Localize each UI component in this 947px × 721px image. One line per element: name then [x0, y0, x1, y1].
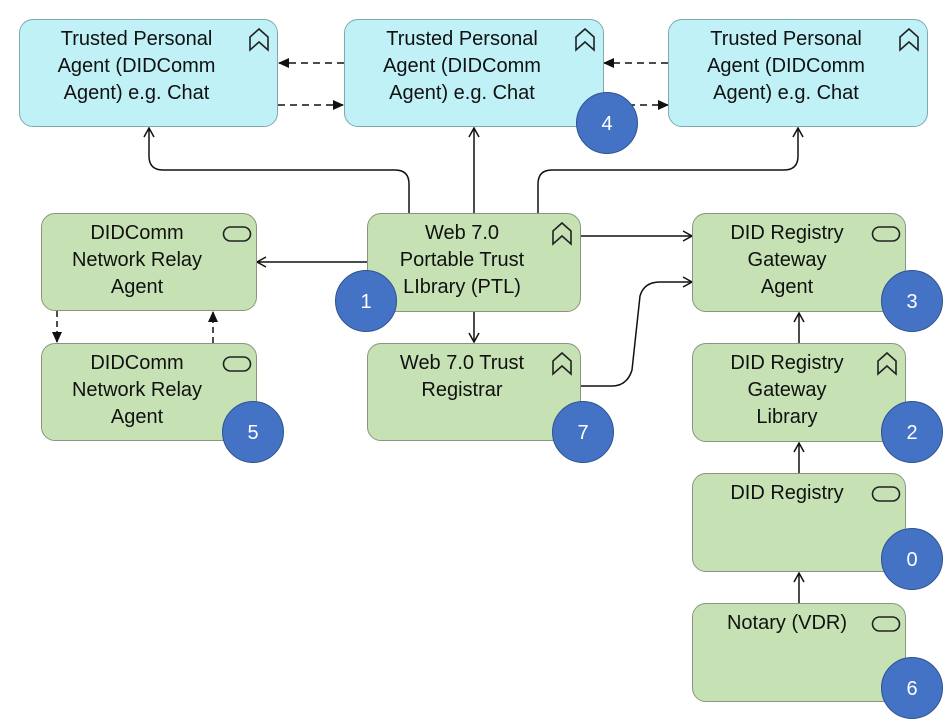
node-label: Trusted Personal Agent (DIDComm Agent) e… [707, 28, 865, 104]
function-icon [877, 351, 897, 376]
service-icon [871, 226, 901, 242]
node-label: DIDComm Network Relay Agent [71, 222, 203, 298]
serves-registrar-to-gateway [581, 276, 694, 387]
serves-ptl-to-left-agent [143, 126, 410, 213]
node-label: Trusted Personal Agent (DIDComm Agent) e… [57, 28, 216, 104]
service-icon [222, 356, 252, 372]
node-label: DIDComm Network Relay Agent [71, 352, 203, 428]
service-icon [222, 226, 252, 242]
badge-notary: 6 [881, 657, 943, 719]
node-label: Notary (VDR) [726, 612, 847, 634]
node-label: DID Registry Gateway Library [730, 352, 844, 428]
function-icon [552, 351, 572, 376]
node-trust-registrar[interactable]: Web 7.0 Trust Registrar [367, 343, 581, 441]
function-icon [552, 221, 572, 246]
node-did-registry-gateway-agent[interactable]: DID Registry Gateway Agent [692, 213, 906, 312]
node-didcomm-relay-top[interactable]: DIDComm Network Relay Agent [41, 213, 257, 311]
badge-relay-bottom: 5 [222, 401, 284, 463]
badge-gateway-library: 2 [881, 401, 943, 463]
badge-gateway-agent: 3 [881, 270, 943, 332]
badge-trusted-agent-center: 4 [576, 92, 638, 154]
badge-registrar: 7 [552, 401, 614, 463]
node-trusted-agent-right[interactable]: Trusted Personal Agent (DIDComm Agent) e… [668, 19, 928, 127]
node-notary-vdr[interactable]: Notary (VDR) [692, 603, 906, 702]
function-icon [249, 27, 269, 52]
node-label: Web 7.0 Portable Trust LIbrary (PTL) [399, 222, 525, 298]
node-didcomm-relay-bottom[interactable]: DIDComm Network Relay Agent [41, 343, 257, 441]
node-label: Trusted Personal Agent (DIDComm Agent) e… [383, 28, 541, 104]
node-trusted-agent-left[interactable]: Trusted Personal Agent (DIDComm Agent) e… [19, 19, 278, 127]
function-icon [899, 27, 919, 52]
node-label: DID Registry [730, 482, 844, 504]
node-label: DID Registry Gateway Agent [730, 222, 844, 298]
badge-did-registry: 0 [881, 528, 943, 590]
serves-ptl-to-right-agent [537, 126, 804, 213]
service-icon [871, 486, 901, 502]
node-trusted-agent-center[interactable]: Trusted Personal Agent (DIDComm Agent) e… [344, 19, 604, 127]
node-did-registry-gateway-library[interactable]: DID Registry Gateway Library [692, 343, 906, 442]
badge-ptl: 1 [335, 270, 397, 332]
node-did-registry[interactable]: DID Registry [692, 473, 906, 572]
node-portable-trust-library[interactable]: Web 7.0 Portable Trust LIbrary (PTL) [367, 213, 581, 312]
node-label: Web 7.0 Trust Registrar [399, 352, 525, 401]
function-icon [575, 27, 595, 52]
service-icon [871, 616, 901, 632]
